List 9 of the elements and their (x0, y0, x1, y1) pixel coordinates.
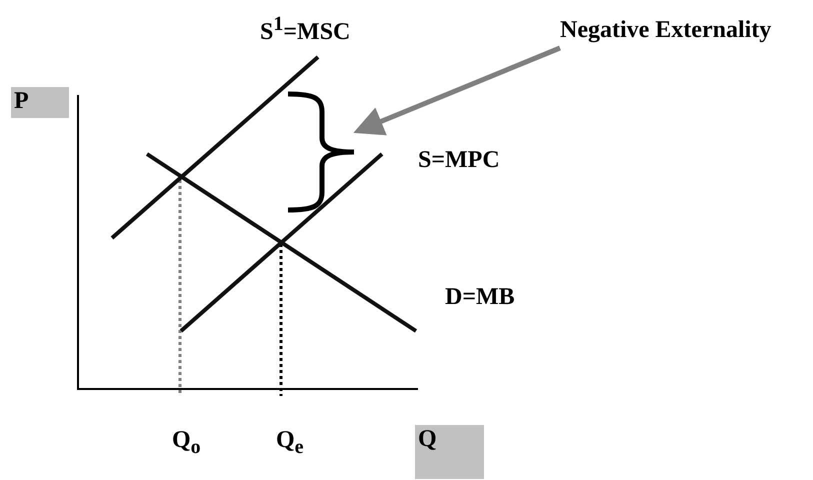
tick-label: Q$_{e}$ (276, 426, 304, 460)
curve-label: S$^{1}$=MSC (260, 12, 350, 46)
tick-label: Q$_{o}$ (172, 426, 201, 460)
axis-label: Q (415, 425, 484, 479)
curve-label: S=MPC (418, 146, 500, 174)
curve-label: D=MB (445, 283, 515, 311)
annotation-text: Negative Externality (560, 16, 810, 48)
leader-arrow (353, 46, 561, 136)
axis-label: P (11, 87, 69, 118)
